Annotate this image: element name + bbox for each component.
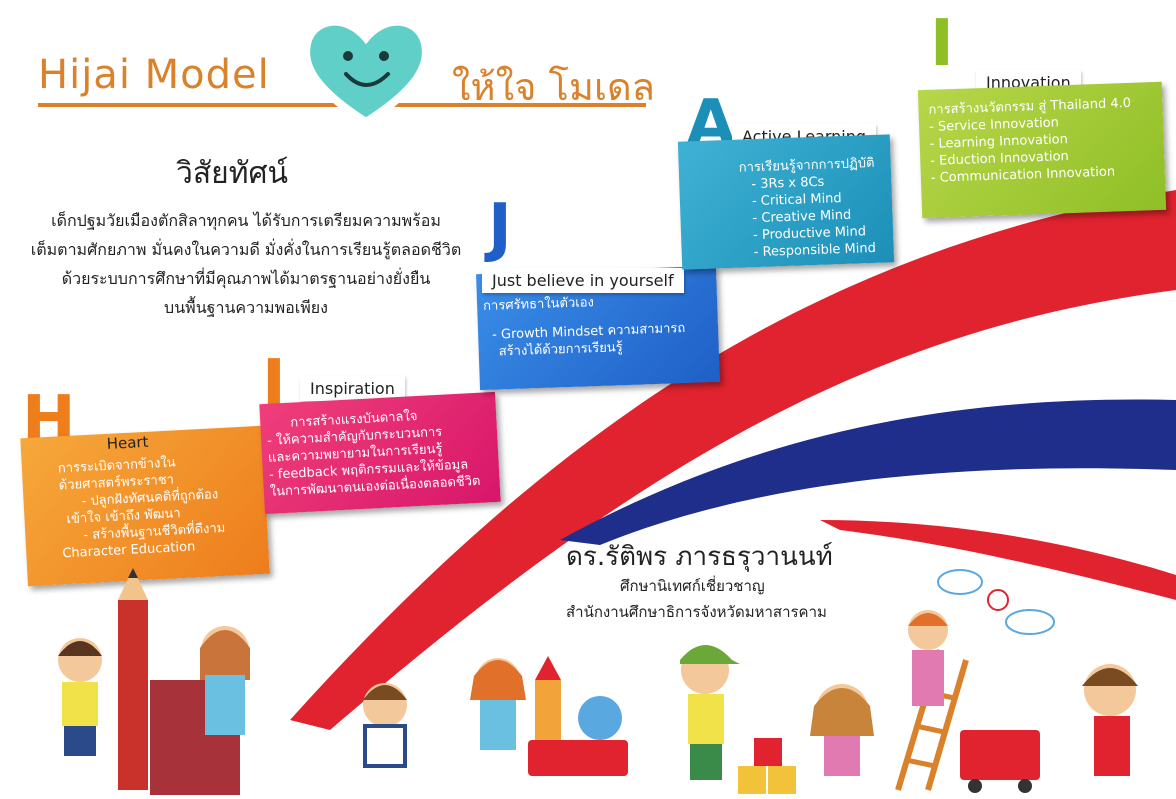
- child-figure: [470, 658, 526, 750]
- abc-blocks-icon: [738, 738, 796, 794]
- globe-icon: [578, 696, 622, 740]
- child-figure: [908, 610, 948, 706]
- card-subtitle: การศรัทธาในตัวเอง: [482, 295, 595, 314]
- vision-line: เต็มตามศักยภาพ มั่นคงในความดี มั่งคั่งใน…: [30, 240, 462, 259]
- child-figure: [1082, 664, 1138, 776]
- sun-icon: [987, 589, 1009, 611]
- title-english: Hijai Model: [38, 52, 270, 98]
- vision-title: วิสัยทัศน์: [176, 156, 289, 191]
- inspiration-card: การสร้างแรงบันดาลใจ - ให้ความสำคัญกับกระ…: [259, 391, 501, 515]
- letter-i: I: [262, 347, 286, 421]
- author-office: สำนักงานศึกษาธิการจังหวัดมหาสารคาม: [566, 603, 827, 621]
- children-playing-illustration: [58, 568, 1138, 795]
- title-thai: ให้ใจ โมเดล: [452, 65, 655, 109]
- child-figure: [363, 683, 407, 768]
- active-learning-card: การเรียนรู้จากการปฏิบัติ - 3Rs x 8Cs - C…: [677, 134, 895, 270]
- child-figure: [58, 638, 102, 756]
- believe-tag: Just believe in yourself: [482, 268, 684, 293]
- cloud-icon: [937, 569, 1055, 635]
- letter-j: J: [488, 191, 512, 265]
- vision-line: ด้วยระบบการศึกษาที่มีคุณภาพได้มาตรฐานอย่…: [61, 269, 431, 288]
- vision-line: เด็กปฐมวัยเมืองตักสิลาทุกคน ได้รับการเตร…: [51, 211, 441, 230]
- innovation-card: การสร้างนวัตกรรม สู่ Thailand 4.0 - Serv…: [917, 81, 1167, 219]
- child-figure: [810, 684, 874, 776]
- toy-wagon-icon: [528, 740, 628, 776]
- rocket-toy-icon: [535, 656, 561, 740]
- toy-cart-icon: [960, 730, 1040, 793]
- child-figure: [200, 626, 250, 735]
- child-figure: [680, 645, 740, 780]
- author-name: ดร.รัติพร ภารธรุวานนท์: [566, 542, 833, 572]
- author-title: ศึกษานิเทศก์เชี่ยวชาญ: [620, 577, 765, 595]
- pencil-icon: [118, 568, 148, 790]
- smiling-heart-icon: [302, 17, 430, 127]
- letter-innovation: I: [930, 7, 954, 81]
- vision-line: บนพื้นฐานความพอเพียง: [164, 298, 328, 317]
- card-label: Heart: [106, 432, 149, 453]
- vision-text: เด็กปฐมวัยเมืองตักสิลาทุกคน ได้รับการเตร…: [26, 206, 466, 322]
